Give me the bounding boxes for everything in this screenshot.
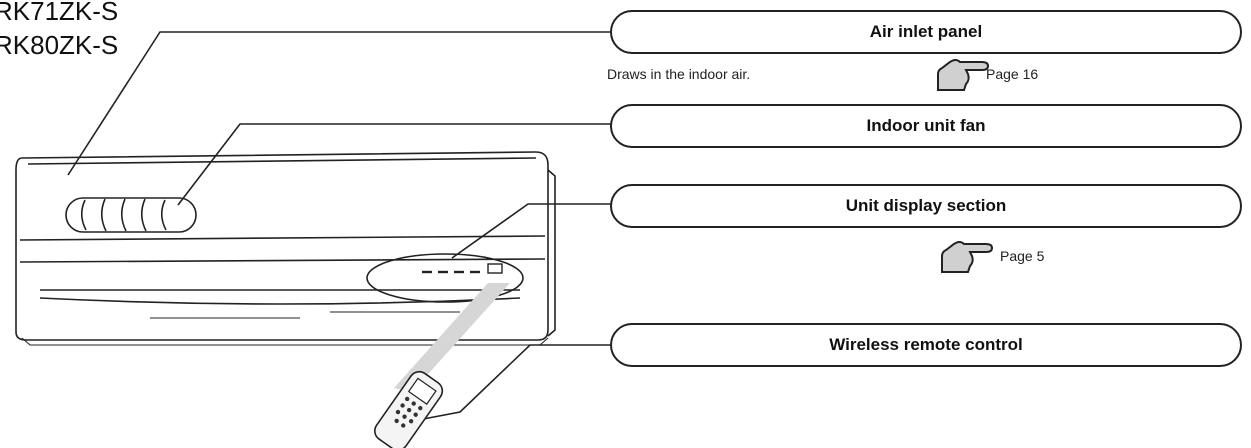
unit-display-section-callout: Unit display section [610,184,1242,228]
remote-control-illustration [373,370,444,448]
display-page-ref: Page 5 [1000,248,1045,264]
air-inlet-panel-callout: Air inlet panel [610,10,1242,54]
indoor-unit-fan-callout: Indoor unit fan [610,104,1242,148]
air-inlet-description: Draws in the indoor air. [607,66,751,82]
air-inlet-page-ref: Page 16 [986,66,1039,82]
model-name-1: RK71ZK-S [0,0,119,26]
wireless-remote-control-callout: Wireless remote control [610,323,1242,367]
pointing-hand-icon [937,59,990,91]
pointing-hand-icon [941,241,994,273]
model-name-2: RK80ZK-S [0,30,119,60]
